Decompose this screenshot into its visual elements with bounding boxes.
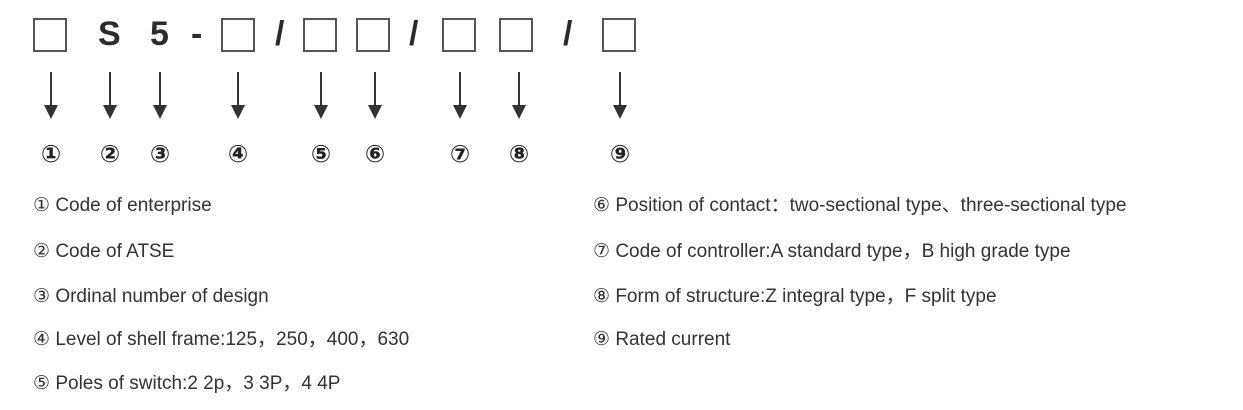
code-letter-s: S: [98, 15, 121, 53]
marker-7: ⑦: [449, 140, 471, 168]
code-slash-2: /: [409, 15, 419, 53]
arrow-down-icon: [613, 72, 627, 120]
description-7: ⑦ Code of controller:A standard type，B h…: [593, 238, 1071, 265]
description-marker: ⑥: [593, 194, 611, 216]
description-marker: ⑦: [593, 240, 611, 262]
description-9: ⑨ Rated current: [593, 326, 730, 353]
blank-box-9: [602, 18, 636, 52]
description-5: ⑤ Poles of switch:2 2p，3 3P，4 4P: [33, 370, 340, 397]
description-text: Form of structure:Z integral type，F spli…: [615, 286, 997, 307]
code-slash-3: /: [563, 15, 573, 53]
marker-9: ⑨: [609, 140, 631, 168]
blank-box-1: [33, 18, 67, 52]
marker-1: ①: [40, 140, 62, 168]
marker-8: ⑧: [508, 140, 530, 168]
description-marker: ⑨: [593, 328, 611, 350]
arrow-down-icon: [44, 72, 58, 120]
arrow-down-icon: [512, 72, 526, 120]
description-text: Poles of switch:2 2p，3 3P，4 4P: [55, 373, 341, 394]
description-marker: ①: [33, 194, 51, 216]
description-marker: ⑤: [33, 372, 51, 394]
marker-4: ④: [227, 140, 249, 168]
description-4: ④ Level of shell frame:125，250，400，630: [33, 326, 409, 353]
description-6: ⑥ Position of contact：two-sectional type…: [593, 192, 1126, 219]
description-text: Code of ATSE: [55, 241, 175, 262]
blank-box-5: [303, 18, 337, 52]
blank-box-7: [442, 18, 476, 52]
arrow-down-icon: [368, 72, 382, 120]
description-2: ② Code of ATSE: [33, 238, 174, 265]
blank-box-6: [356, 18, 390, 52]
blank-box-8: [499, 18, 533, 52]
code-digit-5: 5: [150, 15, 169, 53]
arrow-down-icon: [103, 72, 117, 120]
description-text: Position of contact：two-sectional type、t…: [615, 195, 1127, 216]
description-text: Code of controller:A standard type，B hig…: [615, 241, 1071, 262]
description-text: Code of enterprise: [55, 195, 212, 216]
code-slash-1: /: [275, 15, 285, 53]
description-marker: ⑧: [593, 285, 611, 307]
description-8: ⑧ Form of structure:Z integral type，F sp…: [593, 283, 997, 310]
description-1: ① Code of enterprise: [33, 192, 212, 219]
description-3: ③ Ordinal number of design: [33, 283, 269, 310]
marker-6: ⑥: [364, 140, 386, 168]
marker-2: ②: [99, 140, 121, 168]
arrow-down-icon: [231, 72, 245, 120]
description-text: Ordinal number of design: [55, 286, 269, 307]
marker-5: ⑤: [310, 140, 332, 168]
description-text: Rated current: [615, 329, 731, 350]
description-text: Level of shell frame:125，250，400，630: [55, 329, 410, 350]
code-dash: -: [191, 15, 203, 53]
arrow-down-icon: [314, 72, 328, 120]
arrow-down-icon: [153, 72, 167, 120]
description-marker: ④: [33, 328, 51, 350]
arrow-down-icon: [453, 72, 467, 120]
description-marker: ③: [33, 285, 51, 307]
blank-box-4: [221, 18, 255, 52]
description-marker: ②: [33, 240, 51, 262]
marker-3: ③: [149, 140, 171, 168]
